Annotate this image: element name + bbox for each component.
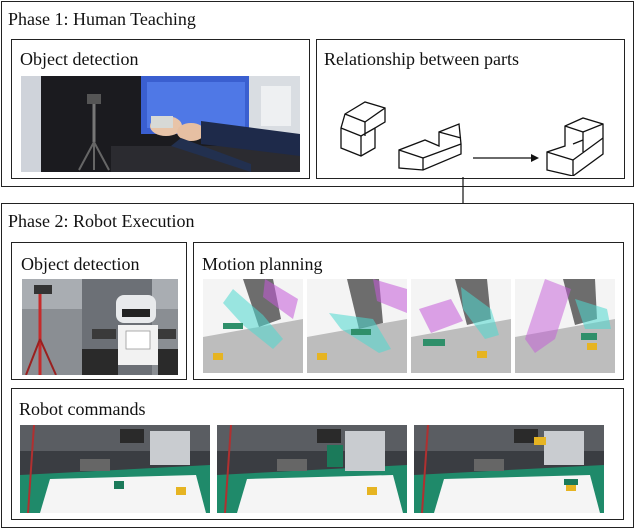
robot-commands-frame-1 bbox=[20, 425, 210, 513]
human-teaching-photo bbox=[21, 76, 300, 172]
robot-commands-frame-2 bbox=[217, 425, 407, 513]
phase1-panel: Phase 1: Human Teaching Object detection bbox=[1, 1, 634, 187]
phase1-title: Phase 1: Human Teaching bbox=[8, 9, 196, 29]
part-flat-block-icon bbox=[398, 123, 462, 171]
phase2-panel: Phase 2: Robot Execution Object detectio… bbox=[1, 203, 634, 528]
phase2-title: Phase 2: Robot Execution bbox=[8, 211, 195, 231]
motion-planning-label: Motion planning bbox=[202, 254, 323, 274]
phase1-object-detection-label: Object detection bbox=[20, 49, 139, 69]
phase2-object-detection-label: Object detection bbox=[21, 254, 140, 274]
motion-planning-frame-4 bbox=[515, 279, 615, 373]
relationship-panel: Relationship between parts bbox=[316, 39, 625, 179]
motion-planning-frame-2 bbox=[307, 279, 407, 373]
robot-commands-frame-3 bbox=[414, 425, 604, 513]
robot-commands-label: Robot commands bbox=[19, 399, 146, 419]
part-l-block-icon bbox=[340, 101, 386, 157]
robot-commands-panel: Robot commands bbox=[11, 388, 624, 520]
arrow-icon bbox=[473, 154, 539, 162]
robot-detection-photo bbox=[22, 279, 178, 375]
phase1-object-detection-panel: Object detection bbox=[11, 39, 310, 179]
phase2-object-detection-panel: Object detection bbox=[11, 242, 187, 380]
assembled-parts-icon bbox=[546, 117, 604, 176]
motion-planning-panel: Motion planning bbox=[193, 242, 624, 380]
parts-relationship-diagram bbox=[340, 101, 604, 176]
motion-planning-frame-1 bbox=[203, 279, 303, 373]
motion-planning-frame-3 bbox=[411, 279, 511, 373]
relationship-label: Relationship between parts bbox=[324, 49, 519, 69]
